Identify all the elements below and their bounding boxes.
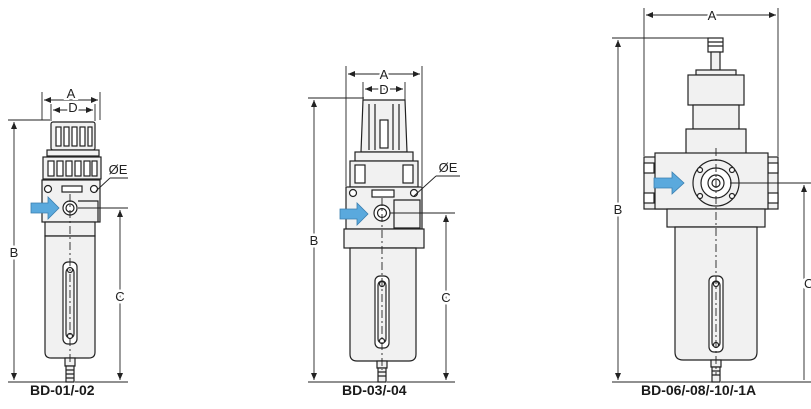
- flow-arrow-icon: [653, 171, 685, 195]
- regulator-knob: [349, 99, 419, 188]
- dim-label-e: ØE: [439, 160, 458, 175]
- unit-bd-01-02: A D B C ØE: [7, 84, 128, 383]
- regulator-knob: [42, 121, 102, 180]
- dim-label-b: B: [614, 202, 623, 217]
- dimension-text: A B C: [611, 6, 811, 294]
- dim-label-a: A: [67, 86, 76, 101]
- regulator-knob: [685, 37, 747, 158]
- dim-label-e: ØE: [109, 162, 128, 177]
- unit-bd-03-04: A D B C ØE: [307, 65, 460, 383]
- dim-label-c: C: [441, 290, 450, 305]
- dimension-text: A D B C ØE: [7, 84, 128, 307]
- filter-body: [643, 152, 779, 228]
- dim-label-a: A: [708, 8, 717, 23]
- model-caption: BD-01/-02: [30, 382, 95, 398]
- filter-bowl: [349, 247, 417, 383]
- dimension-lines: [612, 8, 811, 383]
- dimension-lines: [308, 66, 460, 383]
- dim-label-c: C: [115, 289, 124, 304]
- dim-label-d: D: [68, 100, 77, 115]
- flow-arrow-icon: [30, 196, 60, 220]
- dim-label-d: D: [379, 82, 388, 97]
- model-caption: BD-03/-04: [342, 382, 407, 398]
- dimension-text: A D B C ØE: [307, 65, 458, 308]
- dim-label-c: C: [804, 276, 811, 291]
- dim-label-b: B: [10, 245, 19, 260]
- dim-label-a: A: [380, 67, 389, 82]
- dim-label-b: B: [310, 233, 319, 248]
- model-caption: BD-06/-08/-10/-1A: [641, 382, 757, 398]
- unit-bd-06-08-10-1a: A B C: [611, 6, 811, 383]
- flow-arrow-icon: [339, 202, 369, 226]
- dimension-lines: [8, 92, 128, 383]
